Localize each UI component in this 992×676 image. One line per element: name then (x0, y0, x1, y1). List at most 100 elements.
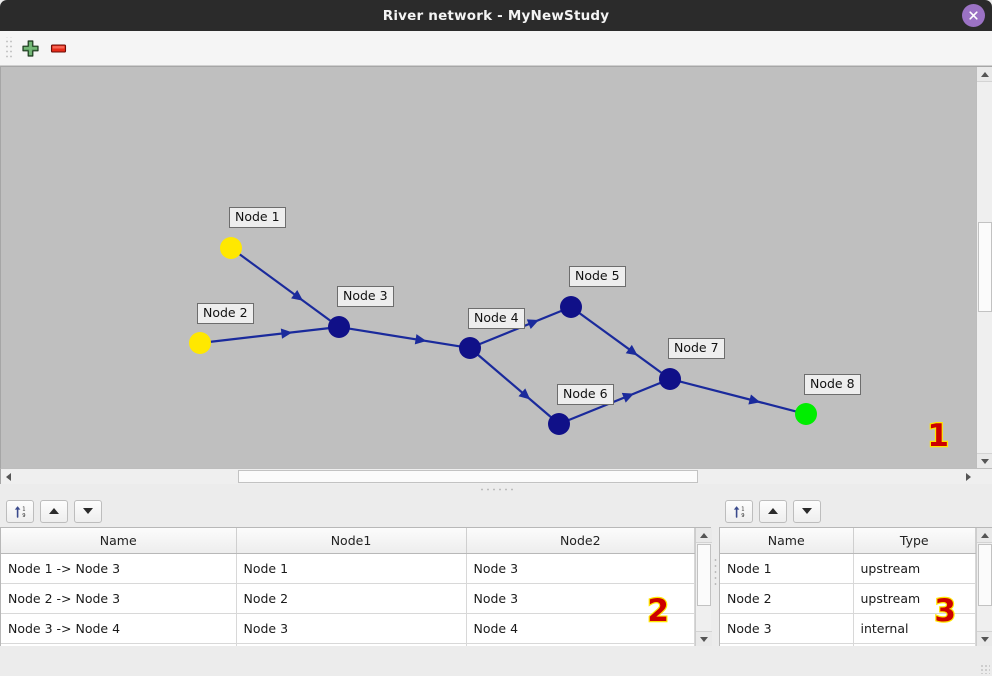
scroll-left-icon[interactable] (1, 469, 16, 484)
reaches-cell-3-1[interactable]: Node 4 (236, 643, 467, 646)
nodes-cell-0-1[interactable]: upstream (853, 553, 976, 584)
edge-n2-n3[interactable] (209, 327, 330, 343)
graph-node-n3[interactable] (328, 316, 350, 338)
move-up-icon[interactable] (759, 499, 787, 523)
graph-node-label-n7[interactable]: Node 7 (668, 338, 725, 359)
move-up-icon[interactable] (40, 499, 68, 523)
nodes-vertical-scrollbar[interactable] (976, 528, 992, 646)
svg-text:9: 9 (22, 513, 25, 519)
scroll-down-icon[interactable] (696, 631, 712, 646)
graph-node-n5[interactable] (560, 296, 582, 318)
graph-node-n6[interactable] (548, 413, 570, 435)
reaches-vertical-scrollbar[interactable] (695, 528, 712, 646)
arrowhead-icon (280, 328, 293, 339)
reaches-cell-3-2[interactable]: Node 5 (466, 643, 695, 646)
arrowhead-icon (621, 392, 634, 403)
edge-n5-n7[interactable] (578, 311, 663, 375)
network-graph-panel: Node 1 Node 2 Node 3 Node 4 Node 5 Node 6 Node… (0, 66, 992, 468)
reaches-column-header-1[interactable]: Node1 (236, 528, 467, 554)
edge-n7-n8[interactable] (679, 380, 797, 413)
close-icon[interactable] (962, 4, 985, 27)
nodes-cell-3-0[interactable]: Node 4 (720, 643, 854, 646)
reaches-cell-2-0[interactable]: Node 3 -> Node 4 (1, 613, 237, 644)
reaches-vscroll-thumb[interactable] (697, 544, 711, 606)
reaches-cell-1-2[interactable]: Node 3 (466, 583, 695, 614)
scroll-up-icon[interactable] (696, 528, 712, 543)
nodes-cell-1-1[interactable]: upstream (853, 583, 976, 614)
toolbar-grip[interactable] (4, 37, 12, 59)
reaches-cell-2-1[interactable]: Node 3 (236, 613, 467, 644)
reaches-cell-0-1[interactable]: Node 1 (236, 553, 467, 584)
edge-n3-n4[interactable] (348, 327, 461, 348)
graph-hscroll-thumb[interactable] (238, 470, 698, 483)
graph-node-label-n1[interactable]: Node 1 (229, 207, 286, 228)
nodes-toolbar: 1 9 (719, 495, 992, 527)
network-graph-canvas[interactable]: Node 1 Node 2 Node 3 Node 4 Node 5 Node 6 Node… (1, 67, 976, 468)
scroll-down-icon[interactable] (977, 631, 992, 646)
nodes-cell-3-1[interactable]: internal (853, 643, 976, 646)
delete-node-icon[interactable] (44, 35, 72, 61)
reaches-toolbar: 1 9 (0, 495, 711, 527)
vertical-splitter[interactable] (711, 495, 719, 646)
edge-n1-n3[interactable] (238, 253, 332, 322)
graph-node-n4[interactable] (459, 337, 481, 359)
table-row[interactable]: Node 4internal (720, 643, 976, 646)
reaches-cell-2-2[interactable]: Node 4 (466, 613, 695, 644)
horizontal-splitter[interactable] (0, 484, 992, 495)
graph-node-n8[interactable] (795, 403, 817, 425)
graph-node-label-n5[interactable]: Node 5 (569, 266, 626, 287)
nodes-column-header-0[interactable]: Name (720, 528, 854, 554)
reaches-column-header-2[interactable]: Node2 (466, 528, 695, 554)
reaches-cell-0-2[interactable]: Node 3 (466, 553, 695, 584)
scroll-up-icon[interactable] (977, 528, 992, 543)
graph-node-n7[interactable] (659, 368, 681, 390)
scroll-up-icon[interactable] (977, 67, 992, 82)
edge-n4-n6[interactable] (476, 353, 553, 419)
scroll-right-icon[interactable] (961, 469, 976, 484)
graph-node-n1[interactable] (220, 237, 242, 259)
graph-node-label-n2[interactable]: Node 2 (197, 303, 254, 324)
graph-node-label-n4[interactable]: Node 4 (468, 308, 525, 329)
move-down-icon[interactable] (74, 499, 102, 523)
main-toolbar (0, 31, 992, 66)
graph-node-n2[interactable] (189, 332, 211, 354)
graph-node-label-n3[interactable]: Node 3 (337, 286, 394, 307)
nodes-cell-0-0[interactable]: Node 1 (720, 553, 854, 584)
graph-vertical-scrollbar[interactable] (976, 67, 992, 468)
graph-vscroll-thumb[interactable] (978, 222, 992, 312)
sort-ascending-icon[interactable]: 1 9 (725, 499, 753, 523)
nodes-cell-2-1[interactable]: internal (853, 613, 976, 644)
nodes-cell-1-0[interactable]: Node 2 (720, 583, 854, 614)
edge-n6-n7[interactable] (567, 381, 662, 422)
add-node-icon[interactable] (16, 35, 44, 61)
reaches-cell-1-0[interactable]: Node 2 -> Node 3 (1, 583, 237, 614)
nodes-vscroll-thumb[interactable] (978, 544, 992, 606)
reaches-cell-3-0[interactable]: Node 4 -> Node 5 (1, 643, 237, 646)
nodes-cell-2-0[interactable]: Node 3 (720, 613, 854, 644)
nodes-column-header-1[interactable]: Type (853, 528, 976, 554)
graph-node-label-n8[interactable]: Node 8 (804, 374, 861, 395)
arrowhead-icon (291, 290, 304, 301)
node-layer (189, 237, 817, 435)
reaches-cell-1-1[interactable]: Node 2 (236, 583, 467, 614)
resize-grip[interactable] (980, 664, 990, 674)
graph-horizontal-scrollbar[interactable] (0, 468, 992, 484)
graph-node-label-n6[interactable]: Node 6 (557, 384, 614, 405)
sort-ascending-icon[interactable]: 1 9 (6, 499, 34, 523)
reaches-cell-0-0[interactable]: Node 1 -> Node 3 (1, 553, 237, 584)
reaches-column-header-0[interactable]: Name (1, 528, 237, 554)
move-down-icon[interactable] (793, 499, 821, 523)
scroll-down-icon[interactable] (977, 453, 992, 468)
